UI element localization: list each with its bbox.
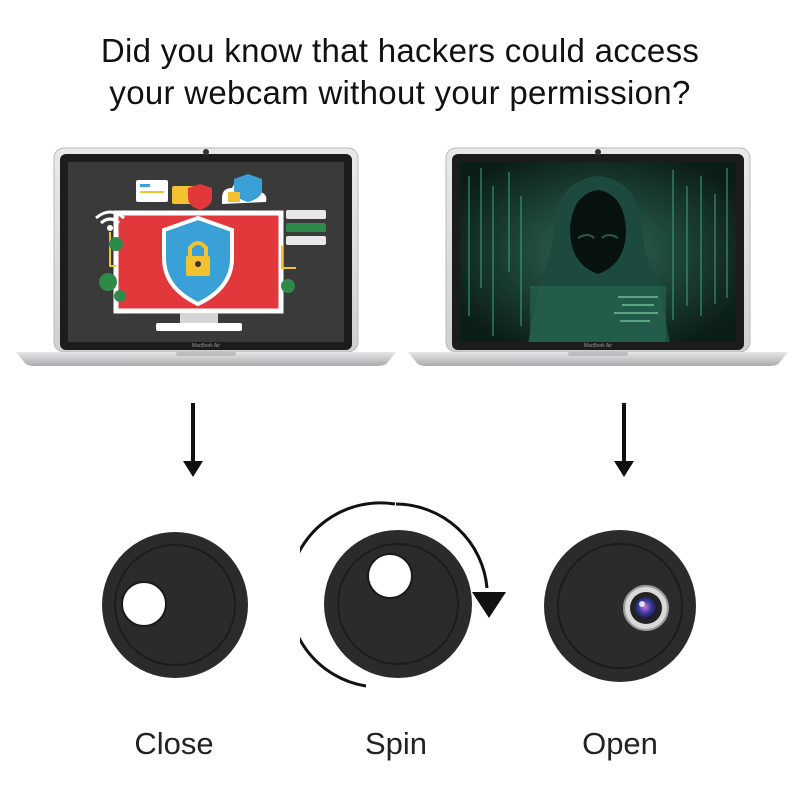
headline-line-2: your webcam without your permission?: [109, 74, 691, 111]
laptop-secured: MacBook Air: [16, 146, 396, 373]
laptop-hacked: MacBook Air: [408, 146, 788, 373]
camera-lens-icon: [623, 585, 669, 631]
headline: Did you know that hackers could access y…: [0, 30, 800, 114]
webcam-cover-open: [544, 530, 696, 682]
label-close: Close: [134, 726, 214, 761]
headline-line-1: Did you know that hackers could access: [100, 32, 700, 69]
laptop-brand-label: MacBook Air: [584, 343, 612, 349]
laptop-secured-illustration: MacBook Air: [16, 147, 396, 366]
rotate-arrow-icon: [472, 592, 506, 618]
label-open: Open: [582, 726, 658, 761]
label-spin: Spin: [364, 726, 428, 761]
down-arrow-icon: [614, 403, 634, 477]
laptop-hacked-illustration: MacBook Air: [408, 147, 788, 366]
webcam-cover-closed: [102, 532, 248, 678]
webcam-cover-spin: [300, 501, 506, 688]
laptop-brand-label: MacBook Air: [192, 343, 220, 349]
down-arrow-icon: [183, 403, 203, 477]
